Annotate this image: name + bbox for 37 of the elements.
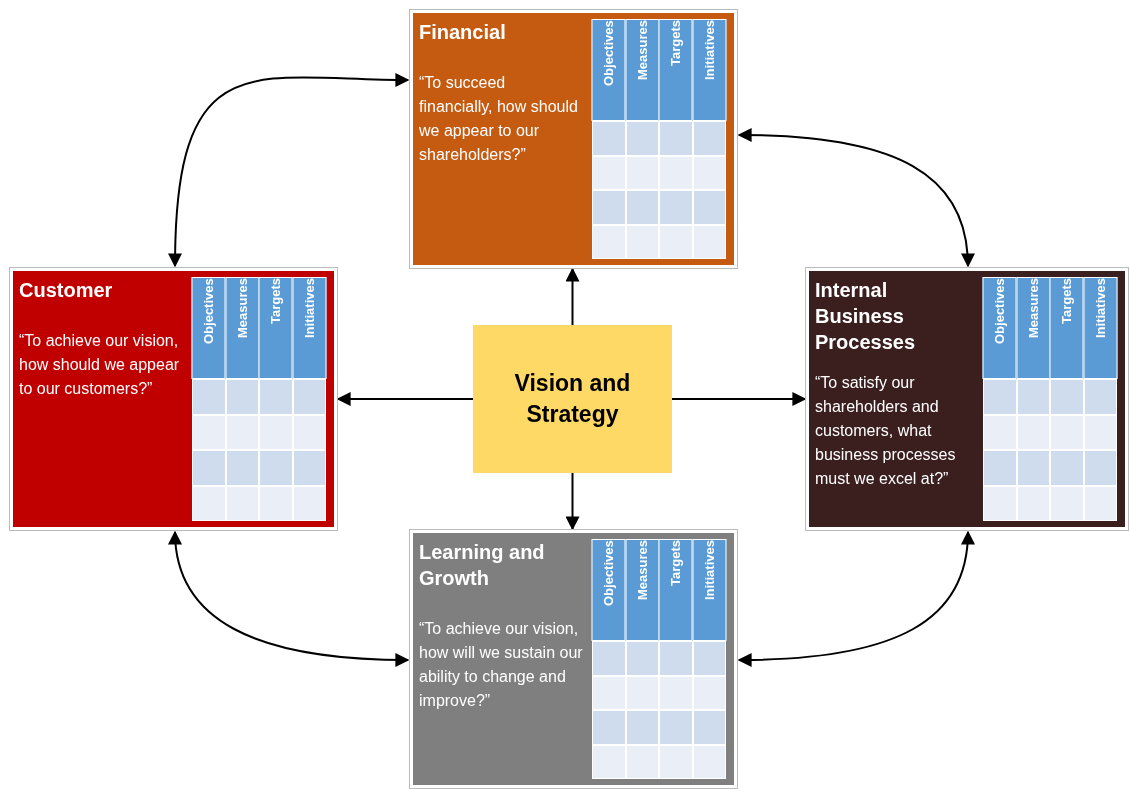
perspective-question: “To succeed financially, how should we appear to our shareholders?” [419,73,579,165]
perspective-card [806,268,1128,530]
column-header: Measures [625,539,659,641]
perspective-question: “To achieve our vision, how should we appear to our customers?” [19,331,181,399]
strategy-box: Vision and Strategy [473,325,672,473]
column-header: Measures [1016,277,1050,379]
arrow [336,392,474,406]
column-header: Initiatives [692,539,726,641]
arrow [565,267,580,326]
perspective-card [410,530,737,788]
column-header: Objectives [983,277,1017,379]
arrow [737,530,975,667]
perspective-title: Internal Business Processes [815,278,917,355]
perspective-title: Learning and Growth [419,540,546,591]
perspective-title: Customer [19,278,114,303]
column-header: Measures [225,277,259,379]
arrow [671,392,807,406]
perspective-card [410,10,737,268]
column-header: Targets [659,19,693,121]
arrow [168,72,410,268]
arrow [565,472,580,531]
column-header: Measures [625,19,659,121]
column-header: Targets [659,539,693,641]
perspective-card [10,268,337,530]
column-header: Targets [259,277,293,379]
column-header: Initiatives [292,277,326,379]
column-header: Objectives [592,19,626,121]
column-header: Targets [1050,277,1084,379]
perspective-question: “To satisfy our shareholders and customers, what business processes must we excel at?” [815,373,957,489]
perspective-title: Financial [419,20,507,45]
column-header: Initiatives [692,19,726,121]
column-header: Initiatives [1083,277,1117,379]
column-header: Objectives [192,277,226,379]
arrow [737,128,975,268]
arrow [169,530,410,667]
column-header: Objectives [592,539,626,641]
perspective-question: “To achieve our vision, how will we sustain our ability to change and improve?” [419,619,583,711]
